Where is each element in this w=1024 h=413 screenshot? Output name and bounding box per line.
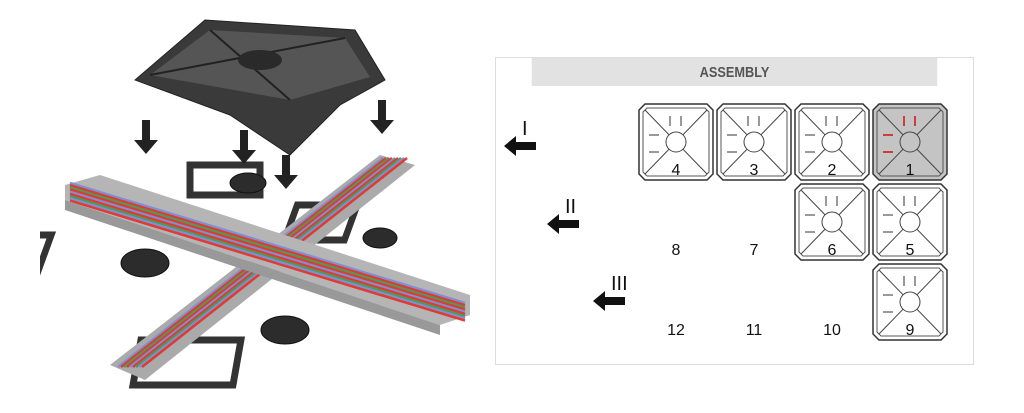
chamber-tile: 5 [871, 182, 949, 262]
tile-number: 12 [667, 322, 685, 339]
chamber-tile: 4 [637, 102, 715, 182]
tile-number: 3 [749, 162, 759, 179]
chamber-rings [120, 172, 398, 345]
chamber-tile: 12 [637, 262, 715, 342]
cable [69, 192, 466, 316]
tile-number: 1 [905, 162, 915, 179]
tile-number: 6 [827, 242, 837, 259]
chamber-tile: 2 [793, 102, 871, 182]
tile-number: 5 [905, 242, 915, 259]
chamber-tile: 10 [793, 262, 871, 342]
left-arrow-icon [547, 214, 579, 234]
chamber-tile: 11 [715, 262, 793, 342]
tile-icon [872, 183, 948, 261]
left-arrow-icon [504, 136, 536, 156]
tile-number: 4 [671, 162, 681, 179]
cable [69, 184, 466, 307]
chamber-cover [134, 19, 386, 156]
cable-tray-main [65, 175, 470, 335]
cable [69, 181, 466, 305]
cable [69, 199, 466, 322]
chamber-tile: 1 [871, 102, 949, 182]
assembly-panel: ASSEMBLY I II III 4 3 2 [495, 57, 974, 365]
chamber-tile: 8 [637, 182, 715, 262]
tile-number: 8 [671, 242, 681, 259]
trench-assembly-illustration [40, 19, 470, 389]
tile-number: 2 [827, 162, 837, 179]
tile-icon [872, 103, 948, 181]
tile-icon [716, 103, 792, 181]
cable [69, 197, 466, 320]
step-arrow-1: I [504, 118, 544, 166]
cable [69, 190, 466, 313]
tile-number: 11 [745, 322, 763, 339]
chamber-tile: 7 [715, 182, 793, 262]
chamber-tile: 6 [793, 182, 871, 262]
left-arrow-icon [593, 291, 625, 311]
step-arrow-3: III [593, 273, 633, 321]
cable [69, 188, 466, 311]
panel-title: ASSEMBLY [531, 58, 938, 86]
tile-icon [872, 263, 948, 341]
chamber-tile: 9 [871, 262, 949, 342]
tile-icon [638, 103, 714, 181]
tile-number: 7 [749, 242, 759, 259]
tile-icon [794, 103, 870, 181]
down-arrows [134, 100, 394, 189]
cable [69, 186, 466, 309]
chamber-tile: 3 [715, 102, 793, 182]
tile-icon [794, 183, 870, 261]
tile-number: 10 [823, 322, 841, 339]
step-arrow-2: II [547, 196, 587, 244]
tile-number: 9 [905, 322, 915, 339]
cable [69, 195, 466, 318]
